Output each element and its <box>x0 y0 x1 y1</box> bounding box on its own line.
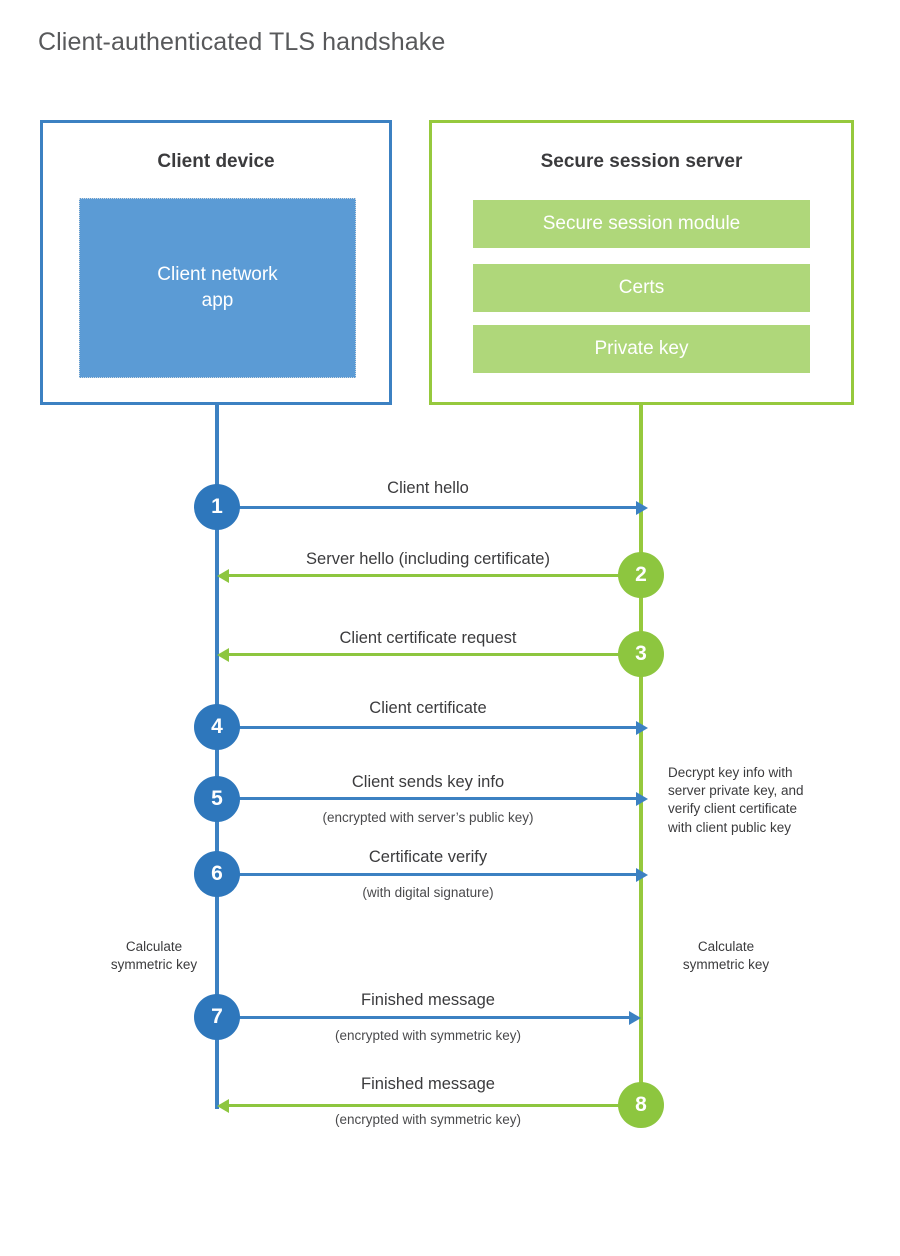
server-block-private-key: Private key <box>473 325 810 373</box>
arrow-head-icon <box>636 720 648 735</box>
step-circle-1[interactable]: 1 <box>194 484 240 530</box>
arrow-step-7 <box>217 1010 641 1025</box>
step-number: 3 <box>635 642 647 665</box>
step-sublabel-5: (encrypted with server’s public key) <box>322 810 534 825</box>
step-sublabel-6: (with digital signature) <box>362 885 494 900</box>
step-number: 1 <box>211 495 223 518</box>
client-device-title: Client device <box>157 151 275 172</box>
arrow-step-2 <box>217 568 639 583</box>
arrow-head-icon <box>629 1010 641 1025</box>
arrow-step-8 <box>217 1098 619 1113</box>
step-number: 2 <box>635 563 647 586</box>
arrow-step-3 <box>217 647 639 662</box>
step-sublabel-8: (encrypted with symmetric key) <box>334 1112 522 1127</box>
step-label-4: Client certificate <box>369 699 487 717</box>
step-circle-6[interactable]: 6 <box>194 851 240 897</box>
step-label-7: Finished message <box>361 991 495 1009</box>
step-label-1: Client hello <box>387 479 469 497</box>
arrow-head-icon <box>636 500 648 515</box>
step-circle-4[interactable]: 4 <box>194 704 240 750</box>
arrow-head-icon <box>636 867 648 882</box>
step-circle-8[interactable]: 8 <box>618 1082 664 1128</box>
step-label-5: Client sends key info <box>351 773 505 791</box>
step-label-6: Certificate verify <box>368 848 488 866</box>
arrow-head-icon <box>636 791 648 806</box>
arrow-head-icon <box>217 1098 229 1113</box>
server-lifeline <box>639 403 643 1106</box>
secure-session-server-title: Secure session server <box>540 151 743 172</box>
arrow-step-5 <box>217 791 648 806</box>
step-circle-5[interactable]: 5 <box>194 776 240 822</box>
step-number: 6 <box>211 862 223 885</box>
step-number: 4 <box>211 715 223 738</box>
step-number: 7 <box>211 1005 223 1028</box>
step-label-3: Client certificate request <box>339 629 517 647</box>
step-circle-7[interactable]: 7 <box>194 994 240 1040</box>
server-block-label: Certs <box>618 277 665 298</box>
arrow-step-1 <box>217 500 648 515</box>
arrow-step-6 <box>217 867 648 882</box>
server-block-label: Private key <box>594 338 689 359</box>
step-label-8: Finished message <box>361 1075 495 1093</box>
step-circle-2[interactable]: 2 <box>618 552 664 598</box>
step-circle-3[interactable]: 3 <box>618 631 664 677</box>
server-block-secure-session-module: Secure session module <box>473 200 810 248</box>
arrow-head-icon <box>217 647 229 662</box>
step-label-2: Server hello (including certificate) <box>306 550 550 568</box>
arrow-step-4 <box>217 720 648 735</box>
secure-session-server-box: Secure session server Secure session mod… <box>429 120 854 405</box>
arrow-head-icon <box>217 568 229 583</box>
step-sublabel-7: (encrypted with symmetric key) <box>334 1028 522 1043</box>
server-block-certs: Certs <box>473 264 810 312</box>
client-lifeline <box>215 403 219 1109</box>
server-block-label: Secure session module <box>542 213 741 234</box>
step-number: 5 <box>211 787 223 810</box>
step-number: 8 <box>635 1093 647 1116</box>
page-title: Client-authenticated TLS handshake <box>38 28 446 56</box>
